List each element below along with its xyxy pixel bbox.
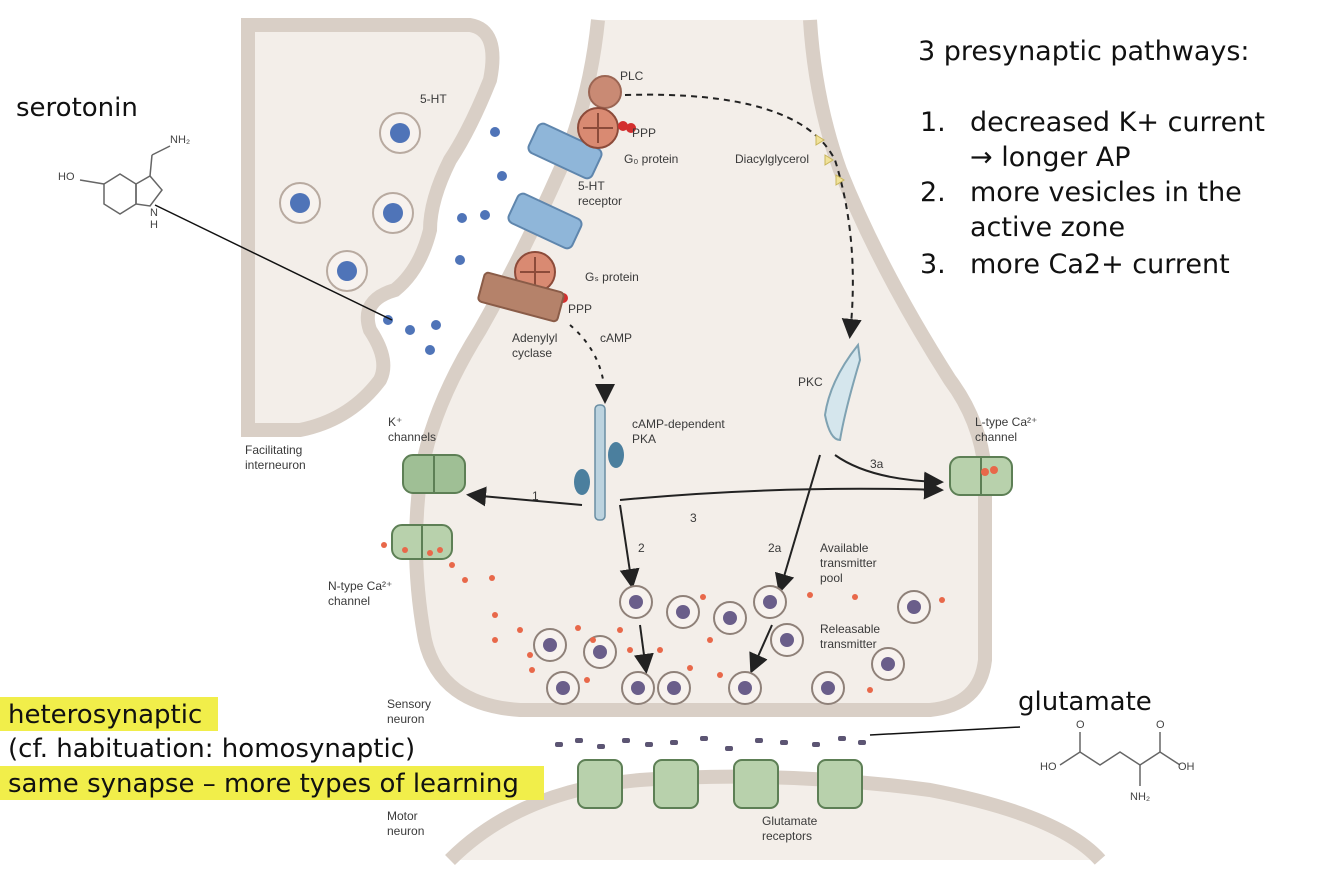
plc-enzyme [588,75,622,109]
cf-habituation-text: (cf. habituation: homosynaptic) [8,734,415,764]
vesicle-move-arrow-left [633,624,654,674]
label-go-protein: G₀ protein [624,152,678,166]
label-path-3a: 3a [870,457,884,471]
camp-arrow [569,324,615,404]
label-adenylyl-1: Adenylyl [512,331,557,345]
label-camp: cAMP [600,331,632,345]
k-channel [402,454,466,494]
pka-kinase [574,404,624,521]
dag-pathway-arrow [624,93,862,339]
label-releasable-1: Releasable [820,622,880,636]
pathway-2-number: 2. [920,177,946,208]
label-5ht-receptor-1: 5-HT [578,179,605,193]
serotonin-structure [79,145,171,215]
sensory-neuron-terminal [409,19,992,717]
label-gs-protein: Gₛ protein [585,270,639,284]
label-plc: PLC [620,69,644,83]
glutamate-pointer [869,726,1021,736]
adenylyl-cyclase [477,271,565,323]
pkc-kinase [823,342,862,442]
label-sensory-2: neuron [387,712,424,726]
label-path-2a: 2a [768,541,782,555]
calcium-ions [381,542,945,693]
label-path-3: 3 [690,511,697,525]
label-sensory-1: Sensory [387,697,431,711]
label-facilitating-2: interneuron [245,458,306,472]
label-ntype-1: N-type Ca²⁺ [328,579,392,593]
label-k-channels-1: K⁺ [388,415,402,429]
label-camp-pka-1: cAMP-dependent [632,417,725,431]
pathway-1-number: 1. [920,107,946,138]
facilitating-interneuron [241,18,500,437]
glu-o2: O [1156,719,1165,731]
same-synapse-text: same synapse – more types of learning [8,769,519,799]
pathway-1-line2: → longer AP [970,142,1131,173]
5-ht-receptor-top [527,122,603,180]
label-ltype-1: L-type Ca²⁺ [975,415,1037,429]
label-path-2: 2 [638,541,645,555]
heterosynaptic-highlight [0,697,218,731]
pathway-3-arrow [619,479,944,501]
label-5-ht: 5-HT [420,92,447,106]
label-motor-2: neuron [387,824,424,838]
pathways-title: 3 presynaptic pathways: [918,36,1250,67]
serotonin-h: H [150,219,158,231]
transmitter-vesicles [533,585,931,705]
label-camp-pka-2: PKA [632,432,656,446]
serotonin-n: N [150,207,158,219]
pathway-2a-arrow [774,454,821,594]
serotonin-label: serotonin [16,93,138,123]
diacylglycerol-triangles [815,134,845,186]
interneuron-vesicles [279,112,421,292]
pathway-3a-arrow [834,454,944,492]
label-ppp-top: PPP [632,126,656,140]
label-available-1: Available [820,541,869,555]
serotonin-nh2: NH₂ [170,134,190,146]
n-type-ca-channel [391,524,453,560]
label-pkc: PKC [798,375,823,389]
label-glutamate-receptors-2: receptors [762,829,812,843]
label-ppp-bottom: PPP [568,302,592,316]
serotonin-ho: HO [58,171,75,183]
serotonin-pointer [154,204,393,321]
pathway-1-arrow [466,486,583,507]
label-diacylglycerol: Diacylglycerol [735,152,809,166]
label-motor-1: Motor [387,809,418,823]
glu-oh: OH [1178,761,1195,773]
glu-ho: HO [1040,761,1057,773]
pathway-2-line2: active zone [970,212,1125,243]
glutamate-molecules [555,736,866,765]
pathway-3-number: 3. [920,249,946,280]
heterosynaptic-text: heterosynaptic [8,700,202,730]
label-ntype-2: channel [328,594,370,608]
label-available-3: pool [820,571,843,585]
go-protein [577,107,636,149]
glutamate-label: glutamate [1018,687,1152,717]
pathway-2-line1: more vesicles in the [970,177,1242,208]
label-k-channels-2: channels [388,430,436,444]
l-type-ca-channel [949,456,1013,496]
label-releasable-2: transmitter [820,637,877,651]
label-available-2: transmitter [820,556,877,570]
label-ltype-2: channel [975,430,1017,444]
5-ht-receptor-bottom [507,192,583,250]
glu-o1: O [1076,719,1085,731]
pathway-3-line1: more Ca2+ current [970,249,1230,280]
label-adenylyl-2: cyclase [512,346,552,360]
label-5ht-receptor-2: receptor [578,194,622,208]
glutamate-structure [1059,732,1181,786]
label-facilitating-1: Facilitating [245,443,302,457]
label-path-1: 1 [532,489,539,503]
label-glutamate-receptors-1: Glutamate [762,814,818,828]
vesicle-move-arrow-right [749,624,773,674]
same-synapse-highlight [0,766,544,800]
glu-nh2: NH₂ [1130,791,1150,803]
glutamate-receptors [577,759,863,809]
pathway-2-arrow [619,504,640,589]
pathway-1-line1: decreased K+ current [970,107,1265,138]
